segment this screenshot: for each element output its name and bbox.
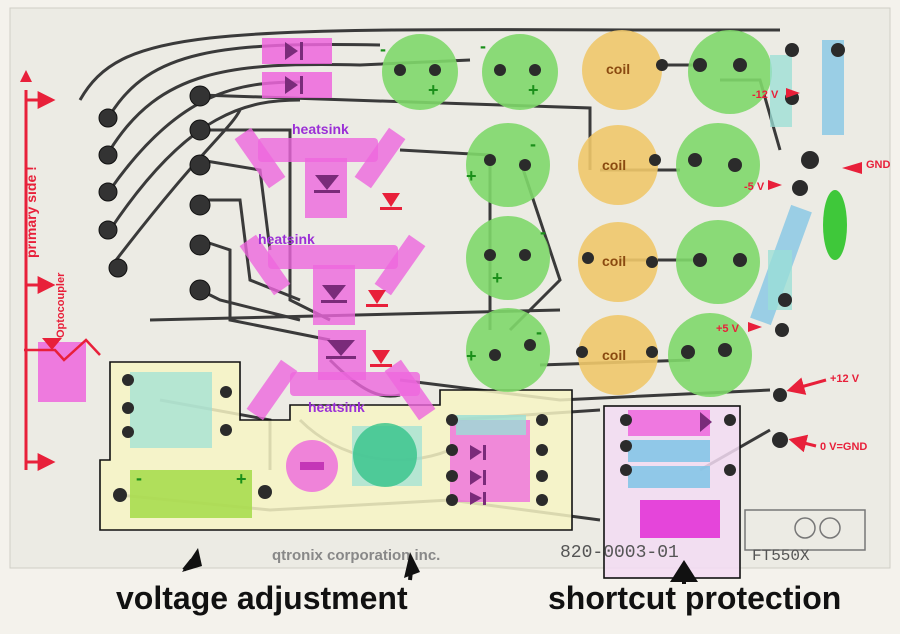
svg-text:-: - [540, 222, 546, 242]
svg-text:+: + [236, 469, 247, 489]
svg-text:-: - [380, 39, 386, 59]
board-code: 820-0003-01 [560, 543, 679, 563]
svg-text:-: - [530, 134, 536, 154]
silkscreen-marks [744, 509, 866, 551]
shortcut-protection-caption: shortcut protection [548, 580, 842, 616]
adjustment-components [130, 372, 530, 518]
coil-label-1: coil [606, 61, 630, 77]
optocoupler-label: Optocoupler [55, 272, 67, 338]
plus-12v-arrow [786, 377, 827, 395]
zero-v-gnd-label: 0 V=GND [820, 441, 867, 453]
coil-label-3: coil [602, 253, 626, 269]
green-component [823, 190, 847, 260]
svg-text:+: + [466, 346, 477, 366]
primary-arrow-top [20, 70, 32, 82]
svg-text:-: - [480, 36, 486, 56]
heatsink-label-3: heatsink [308, 399, 365, 415]
plus-5v-label: +5 V [716, 323, 740, 335]
optocoupler-chip [38, 342, 86, 402]
silk-right-text: FT550X [752, 547, 810, 565]
adjustment-diode-symbols [470, 445, 486, 505]
optocoupler-arrow [42, 338, 62, 350]
caption-arrows [182, 548, 698, 584]
svg-text:-: - [536, 322, 542, 342]
coil-pins [576, 59, 668, 358]
svg-text:+: + [428, 80, 439, 100]
svg-text:+: + [466, 166, 477, 186]
minus-5v-label: -5 V [744, 181, 765, 193]
coil-label-4: coil [602, 347, 626, 363]
heatsink-diode-symbols [314, 175, 356, 359]
gnd-arrow [842, 162, 862, 174]
adjustment-pins [113, 374, 548, 506]
silk-text: qtronix corporation inc. [272, 547, 440, 564]
plus-5v-arrow [748, 322, 762, 332]
svg-text:+: + [492, 268, 503, 288]
heatsink-assemblies [234, 127, 436, 421]
left-pin-header [98, 85, 211, 301]
capacitor-pins [394, 58, 747, 361]
red-diode-symbols [366, 193, 402, 367]
upper-diodes [262, 38, 332, 98]
voltage-adjustment-caption: voltage adjustment [116, 580, 408, 616]
gnd-label: GND [866, 159, 891, 171]
minus-12v-label: -12 V [752, 89, 779, 101]
zero-v-gnd-arrow [788, 434, 817, 453]
svg-text:+: + [528, 80, 539, 100]
minus-5v-arrow [768, 180, 782, 190]
heatsink-label-2: heatsink [258, 231, 315, 247]
protection-components [620, 410, 736, 538]
svg-text:-: - [136, 468, 142, 488]
minus-12v-arrow [786, 88, 800, 98]
coils [578, 30, 662, 395]
polarity-marks: - + - + - + - + - + - + [136, 36, 546, 489]
coil-label-2: coil [602, 157, 626, 173]
capacitors [382, 30, 772, 397]
heatsink-label-1: heatsink [292, 121, 349, 137]
plus-12v-label: +12 V [830, 373, 860, 385]
primary-side-bracket [24, 90, 101, 471]
primary-side-label: primary side ! [23, 166, 39, 258]
